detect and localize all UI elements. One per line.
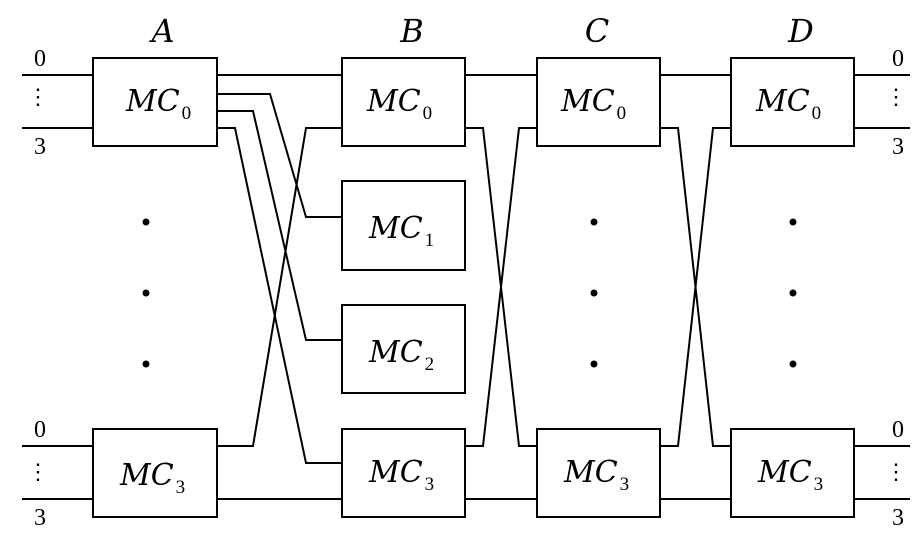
port-ellipsis-d3: ⋮ bbox=[885, 459, 907, 484]
ellipsis-dot bbox=[789, 218, 797, 226]
ellipsis-dot bbox=[789, 360, 797, 368]
port-ellipsis-a3: ⋮ bbox=[27, 459, 49, 484]
link-a3-b0 bbox=[217, 127, 342, 447]
ellipsis-column-d bbox=[789, 218, 797, 368]
ellipsis-column-c bbox=[590, 218, 598, 368]
module-prefix: MC bbox=[368, 211, 423, 246]
ellipsis-dot bbox=[590, 360, 598, 368]
module-subscript: 0 bbox=[182, 103, 192, 124]
ellipsis-dot bbox=[789, 289, 797, 297]
module-prefix: MC bbox=[757, 455, 812, 490]
port-ellipsis-d0: ⋮ bbox=[885, 84, 907, 109]
port-label-a3-first: 0 bbox=[34, 417, 46, 443]
module-prefix: MC bbox=[366, 84, 421, 119]
ellipsis-dot bbox=[590, 289, 598, 297]
port-ellipsis-a0: ⋮ bbox=[27, 84, 49, 109]
ellipsis-dot bbox=[142, 218, 150, 226]
stage-label-b: B bbox=[399, 12, 424, 50]
link-a0-b2 bbox=[217, 110, 342, 341]
port-label-a0-first: 0 bbox=[34, 46, 46, 72]
ellipsis-dot bbox=[590, 218, 598, 226]
module-prefix: MC bbox=[755, 84, 810, 119]
link-b3-c0 bbox=[465, 127, 537, 447]
ellipsis-column-a bbox=[142, 218, 150, 368]
module-subscript: 0 bbox=[423, 103, 433, 124]
module-subscript: 3 bbox=[620, 474, 630, 495]
link-a0-b1 bbox=[217, 93, 342, 218]
stage-label-c: C bbox=[585, 12, 609, 50]
port-label-a3-last: 3 bbox=[34, 505, 46, 531]
ellipsis-dot bbox=[142, 289, 150, 297]
port-label-d0-first: 0 bbox=[892, 46, 904, 72]
module-subscript: 1 bbox=[425, 230, 435, 251]
module-subscript: 3 bbox=[425, 474, 435, 495]
port-label-d3-last: 3 bbox=[892, 505, 904, 531]
module-subscript: 3 bbox=[176, 477, 186, 498]
link-c3-d0 bbox=[660, 127, 731, 447]
module-subscript: 0 bbox=[617, 103, 627, 124]
wires bbox=[22, 74, 910, 500]
module-prefix: MC bbox=[368, 455, 423, 490]
port-label-d3-first: 0 bbox=[892, 417, 904, 443]
module-subscript: 0 bbox=[812, 103, 822, 124]
module-prefix: MC bbox=[119, 458, 174, 493]
stage-label-d: D bbox=[787, 12, 814, 50]
ellipsis-dot bbox=[142, 360, 150, 368]
module-prefix: MC bbox=[560, 84, 615, 119]
stage-label-a: A bbox=[148, 12, 174, 50]
port-label-d0-last: 3 bbox=[892, 134, 904, 160]
link-a0-b3 bbox=[217, 127, 342, 464]
module-prefix: MC bbox=[125, 84, 180, 119]
port-label-a0-last: 3 bbox=[34, 134, 46, 160]
module-subscript: 3 bbox=[814, 474, 824, 495]
module-subscript: 2 bbox=[425, 354, 435, 375]
module-prefix: MC bbox=[563, 455, 618, 490]
module-prefix: MC bbox=[368, 335, 423, 370]
